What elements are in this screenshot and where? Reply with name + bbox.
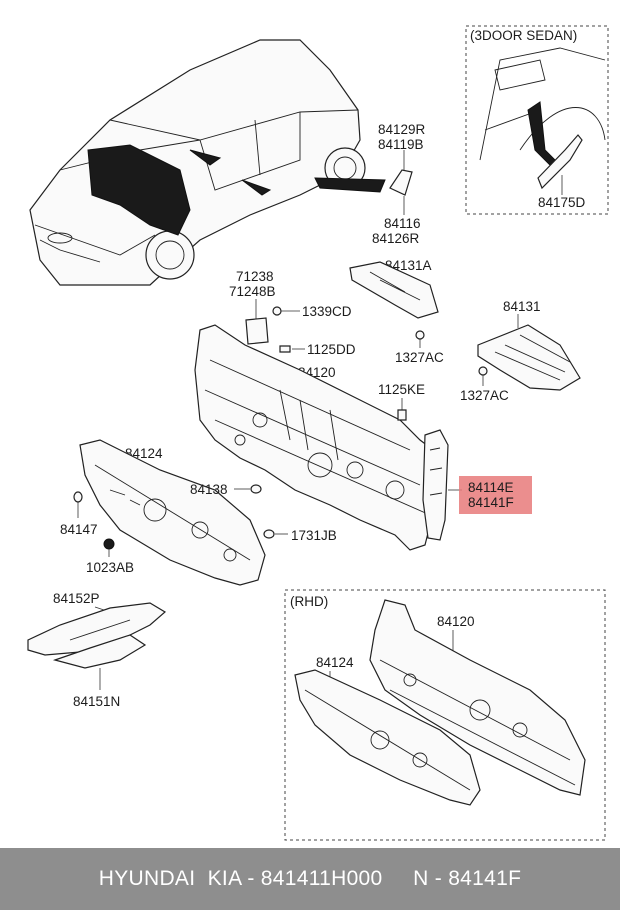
- rhd-title: (RHD): [290, 594, 328, 609]
- 3door-side-panel: [479, 47, 606, 190]
- label-71238: 71238: [236, 269, 274, 284]
- label-84116: 84116: [384, 216, 421, 231]
- label-1023AB: 1023AB: [86, 560, 134, 575]
- label-1327AC-right: 1327AC: [460, 388, 509, 403]
- label-rhd-84120: 84120: [437, 614, 475, 629]
- label-1327AC-top: 1327AC: [395, 350, 444, 365]
- label-rhd-84124: 84124: [316, 655, 354, 670]
- bolt-1125KE: [397, 409, 407, 421]
- footer-bar: HYUNDAI KIA - 841411H000 N - 84141F: [0, 848, 620, 910]
- label-84119B: 84119B: [378, 137, 424, 152]
- label-1731JB: 1731JB: [291, 528, 337, 543]
- highlight-box: [459, 476, 532, 514]
- label-84152P: 84152P: [53, 591, 100, 606]
- bolt-1125DD: [279, 345, 291, 353]
- label-84175D: 84175D: [538, 195, 586, 210]
- nut-1023AB: [103, 538, 115, 550]
- part-84141F-side-panel: [422, 429, 449, 541]
- rhd-box: [284, 589, 606, 841]
- label-84129R: 84129R: [378, 122, 426, 137]
- label-1125DD: 1125DD: [307, 342, 356, 357]
- part-71238-bracket: [245, 317, 269, 345]
- label-84151N: 84151N: [73, 694, 120, 709]
- 3door-sedan-title: (3DOOR SEDAN): [470, 28, 577, 43]
- grommet-84147: [73, 491, 83, 503]
- clip-1327AC-top: [415, 330, 425, 340]
- label-84131: 84131: [503, 299, 541, 314]
- clip-1327AC-right: [478, 366, 488, 376]
- 3door-sedan-box: [465, 25, 609, 215]
- parts-diagram: 84129R 84119B 84116 84126R (3DOOR SEDAN)…: [27, 25, 609, 841]
- part-84120-dash-panel: [194, 324, 441, 551]
- part-84152P-insulator: [27, 602, 167, 656]
- rhd-84124-insulator: [294, 669, 481, 806]
- label-84126R: 84126R: [372, 231, 420, 246]
- plug-1731JB: [263, 529, 275, 539]
- part-84131A-shape: [349, 261, 439, 319]
- label-84141F: 84141F: [468, 495, 514, 510]
- label-1125KE: 1125KE: [378, 382, 425, 397]
- label-84138: 84138: [190, 482, 228, 497]
- part-84129R-shape: [389, 169, 413, 196]
- part-84124-insulator: [79, 439, 266, 586]
- bolt-1339CD: [272, 306, 282, 316]
- part-84131-shape: [477, 324, 581, 391]
- label-84147: 84147: [60, 522, 98, 537]
- label-71248B: 71248B: [229, 284, 276, 299]
- plug-84138: [250, 484, 262, 494]
- rhd-84120-dash-panel: [369, 599, 586, 796]
- label-84114E: 84114E: [468, 480, 514, 495]
- car-illustration: [29, 39, 386, 286]
- label-1339CD: 1339CD: [302, 304, 352, 319]
